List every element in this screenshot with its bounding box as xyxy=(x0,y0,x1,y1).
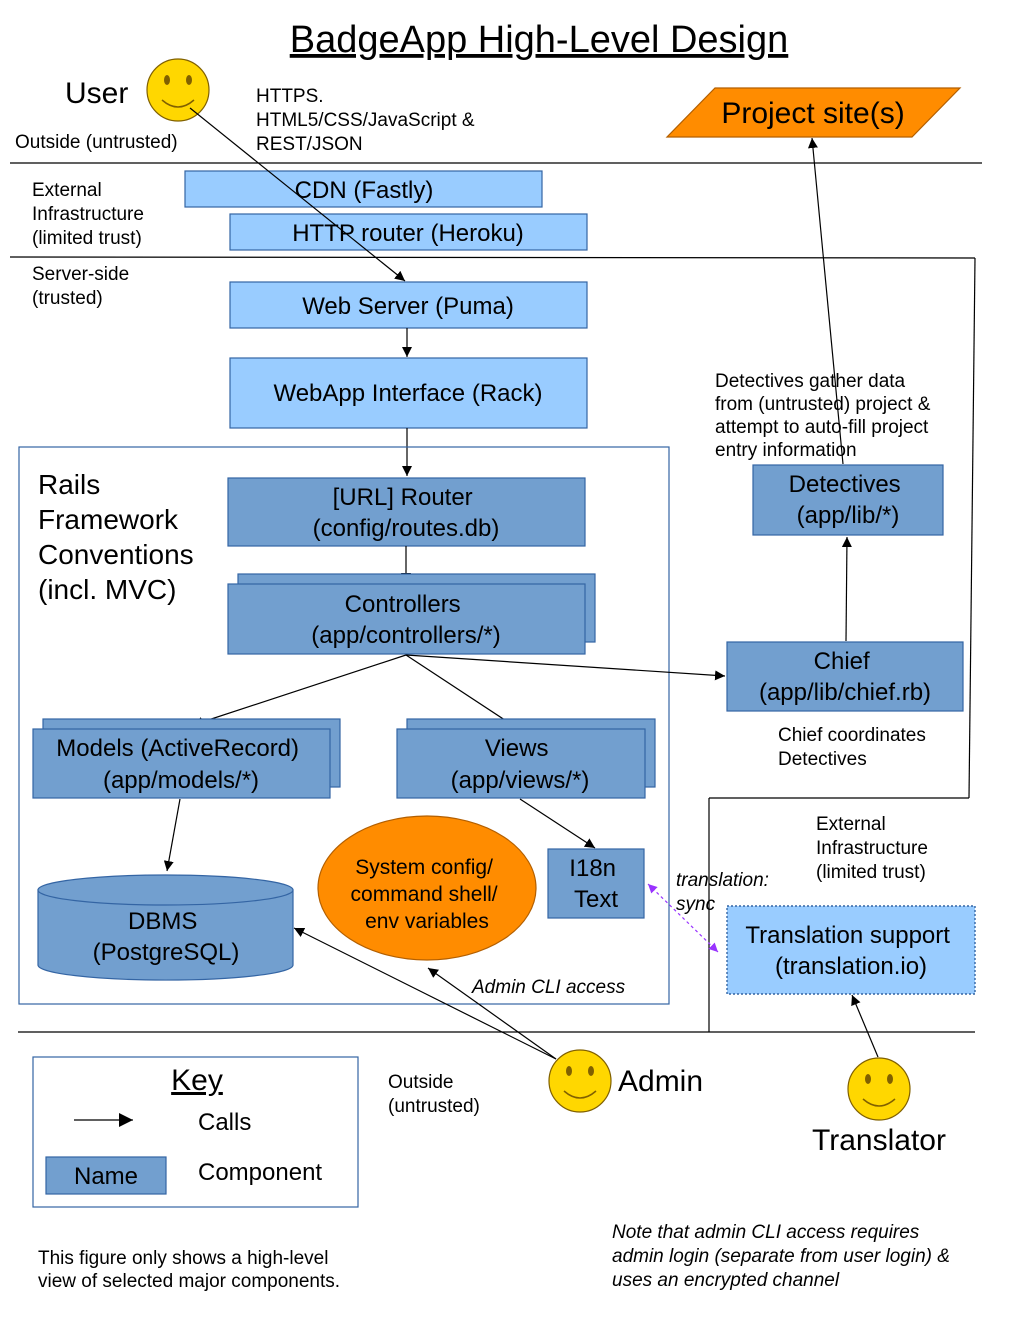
models-box xyxy=(32,728,331,799)
translation-support-box xyxy=(726,905,976,995)
detectives-box xyxy=(752,464,944,536)
web-server-box xyxy=(229,281,588,329)
admin-cli-note: Admin CLI access xyxy=(471,977,626,998)
system-config-ellipse xyxy=(317,815,537,961)
models-label: Models (ActiveRecord) (app/models/*) xyxy=(56,735,305,794)
arrow-chief-to-detectives xyxy=(841,536,852,642)
project-site-label: Project site(s) xyxy=(721,97,904,130)
translation-support-label: Translation support (translation.io) xyxy=(745,922,956,980)
http-router-box xyxy=(229,213,588,251)
i18n-label: I18n Text xyxy=(569,855,622,913)
views-box xyxy=(396,728,646,799)
zone-label-external-right: External Infrastructure (limited trust) xyxy=(816,814,933,883)
zone-label-server-side: Server-side (trusted) xyxy=(32,264,134,309)
arrow-admin-to-system-config xyxy=(427,967,557,1060)
key-component-swatch xyxy=(45,1156,167,1195)
diagram-title: BadgeApp High-Level Design xyxy=(290,19,789,61)
rails-framework-container xyxy=(18,446,670,1005)
protocol-note: HTTPS. HTML5/CSS/JavaScript & REST/JSON xyxy=(256,86,480,155)
zone-label-outside-top: Outside (untrusted) xyxy=(15,132,178,153)
web-server-label: Web Server (Puma) xyxy=(302,293,514,320)
key-component-label: Component xyxy=(198,1159,322,1186)
url-router-label: [URL] Router (config/routes.db) xyxy=(313,484,500,542)
url-router-box xyxy=(227,477,586,547)
http-router-label: HTTP router (Heroku) xyxy=(292,220,524,247)
user-label: User xyxy=(65,77,128,110)
admin-label: Admin xyxy=(618,1065,703,1098)
detectives-note: Detectives gather data from (untrusted) … xyxy=(715,371,936,461)
user-smiley-icon xyxy=(146,58,210,122)
project-site-shape xyxy=(665,87,962,138)
translator-smiley-icon xyxy=(847,1057,911,1121)
cdn-label: CDN (Fastly) xyxy=(295,177,434,204)
arrow-translator-to-translation-support xyxy=(851,994,879,1058)
arrow-views-to-i18n xyxy=(519,798,596,849)
webapp-interface-label: WebApp Interface (Rack) xyxy=(273,380,542,407)
key-title: Key xyxy=(171,1064,223,1097)
arrow-controllers-to-views xyxy=(405,654,518,729)
webapp-interface-box xyxy=(229,357,588,429)
admin-access-note: Note that admin CLI access requires admi… xyxy=(612,1222,955,1291)
translation-sync-note: translation: sync xyxy=(676,870,774,915)
controllers-label: Controllers (app/controllers/*) xyxy=(311,591,500,649)
arrow-models-to-dbms xyxy=(163,798,181,872)
detectives-label: Detectives (app/lib/*) xyxy=(789,471,908,529)
arrow-detectives-to-project-site xyxy=(807,137,844,465)
arrow-user-to-webserver xyxy=(189,107,406,282)
zone-label-external-top: External Infrastructure (limited trust) xyxy=(32,180,149,249)
chief-label: Chief (app/lib/chief.rb) xyxy=(759,648,931,706)
arrow-controllers-to-models xyxy=(192,654,407,727)
server-zone-right-edge xyxy=(968,257,976,799)
key-name-label: Name xyxy=(74,1163,138,1190)
chief-box xyxy=(726,641,964,712)
admin-smiley-icon xyxy=(548,1049,612,1113)
zone-label-outside-bottom: Outside (untrusted) xyxy=(388,1072,480,1117)
rails-framework-label: Rails Framework Conventions (incl. MVC) xyxy=(38,469,201,605)
dbms-label: DBMS (PostgreSQL) xyxy=(93,908,240,966)
cdn-box xyxy=(184,170,543,208)
i18n-box xyxy=(547,848,645,919)
arrow-translation-sync xyxy=(647,883,719,953)
controllers-box xyxy=(227,583,586,655)
key-calls-label: Calls xyxy=(198,1109,251,1136)
chief-note: Chief coordinates Detectives xyxy=(778,725,931,770)
zone-divider-server xyxy=(9,256,976,259)
figure-note: This figure only shows a high-level view… xyxy=(38,1248,340,1292)
dbms-cylinder xyxy=(37,874,294,981)
views-label: Views (app/views/*) xyxy=(451,735,590,794)
arrow-controllers-to-chief xyxy=(405,654,726,681)
arrow-admin-to-dbms xyxy=(293,927,557,1060)
system-config-label: System config/ command shell/ env variab… xyxy=(351,856,504,933)
translator-label: Translator xyxy=(812,1124,946,1157)
